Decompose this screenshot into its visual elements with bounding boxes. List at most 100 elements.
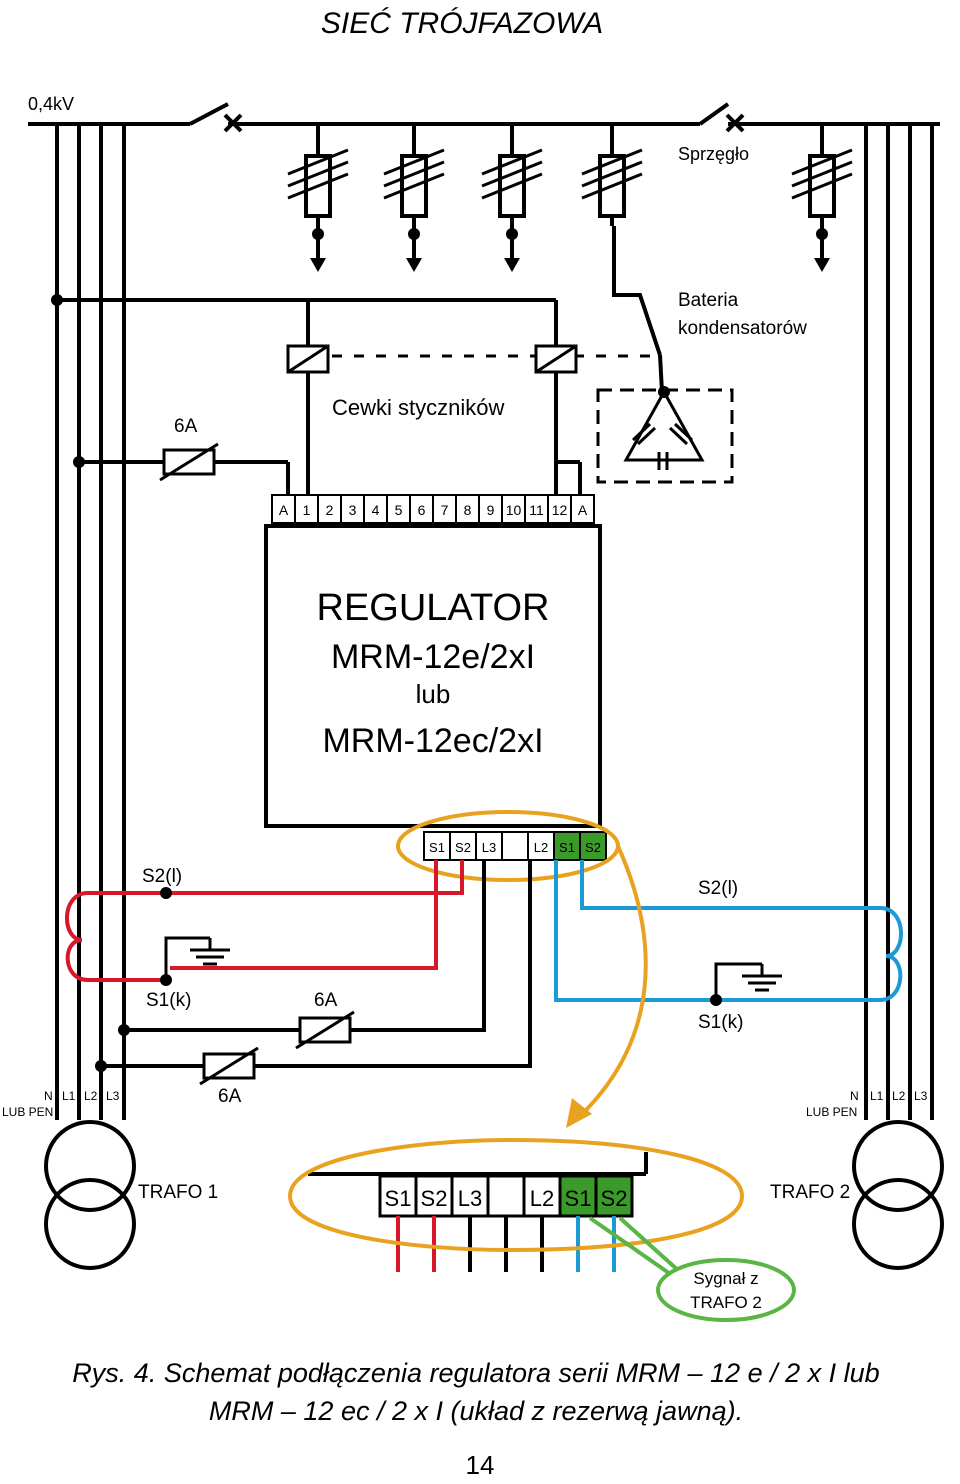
- top-terminal-label: 11: [529, 502, 544, 518]
- capacitor-feeder-1: [287, 124, 349, 272]
- capacitor-feeder-5: [791, 124, 853, 272]
- svg-text:N: N: [44, 1089, 53, 1103]
- svg-text:L1: L1: [870, 1089, 884, 1103]
- signal-callout: [656, 1258, 796, 1322]
- transformer-1-icon: [44, 1120, 136, 1270]
- zoomed-terminal-label: L3: [458, 1186, 482, 1211]
- zoomed-terminal-label: L2: [530, 1186, 554, 1211]
- arrow-head-icon: [566, 1098, 592, 1128]
- switch-cross-icon: [223, 113, 745, 133]
- svg-text:L3: L3: [914, 1089, 928, 1103]
- fuse-icon: [159, 442, 219, 482]
- top-terminal-label: 8: [464, 502, 472, 518]
- coupling-label: Sprzęgło: [678, 144, 749, 164]
- signal-label-line1: Sygnał z: [693, 1269, 758, 1288]
- capacitor-feeder-2: [383, 124, 445, 272]
- capacitor-feeder-3: [481, 124, 543, 272]
- trafo1-label: TRAFO 1: [138, 1182, 218, 1203]
- svg-text:L1: L1: [62, 1089, 76, 1103]
- svg-text:L2: L2: [84, 1089, 98, 1103]
- top-terminal-label: 1: [303, 502, 311, 518]
- signal-label-line2: TRAFO 2: [690, 1293, 762, 1312]
- main-busbar: [28, 102, 940, 126]
- bottom-terminal-cell: [501, 831, 529, 861]
- top-terminal-label: 12: [552, 502, 568, 518]
- coil-wiring: [51, 294, 650, 498]
- zoomed-terminal-cell: [486, 1174, 526, 1218]
- bottom-terminal-cell: [579, 831, 607, 861]
- page-number: 14: [466, 1450, 495, 1480]
- capacitor-feeders: [287, 124, 853, 272]
- zoomed-terminal-label: S1: [565, 1186, 592, 1211]
- signal-pointer: [618, 1216, 682, 1274]
- fuse-icon: [199, 1046, 259, 1086]
- page-title: SIEĆ TRÓJFAZOWA: [321, 7, 603, 40]
- fuse-label-top: 6A: [174, 416, 198, 437]
- ct-left-s2-label: S2(l): [142, 866, 182, 887]
- bottom-terminal-label: L2: [534, 840, 548, 855]
- top-terminal-label: 9: [487, 502, 495, 518]
- zoomed-terminal-label: S1: [385, 1186, 412, 1211]
- bottom-terminal-label: S2: [455, 840, 471, 855]
- bottom-terminal-cell: [527, 831, 555, 861]
- trafo2-bus-labels: N LUB PEN L1 L2 L3: [806, 1089, 928, 1119]
- top-terminal-label: 10: [506, 502, 522, 518]
- bottom-terminal-strip: S1 S2 L3 L2 S1 S2: [423, 831, 607, 861]
- svg-text:LUB PEN: LUB PEN: [2, 1105, 53, 1119]
- arrow-down-icon: [814, 258, 830, 272]
- arrow-down-icon: [310, 258, 326, 272]
- regulator-title: REGULATOR: [317, 587, 550, 629]
- zoom-ellipse: [287, 1137, 745, 1253]
- caption-line2: MRM – 12 ec / 2 x I (układ z rezerwą jaw…: [209, 1396, 743, 1426]
- battery-label-line2: kondensatorów: [678, 318, 807, 339]
- top-terminal-label: 7: [441, 502, 449, 518]
- bottom-terminal-label: S1: [429, 840, 445, 855]
- regulator-box: REGULATOR MRM-12e/2xI lub MRM-12ec/2xI: [264, 524, 602, 828]
- bottom-terminal-label: S2: [585, 840, 601, 855]
- svg-text:N: N: [850, 1089, 859, 1103]
- zoomed-terminal-label: S2: [421, 1186, 448, 1211]
- caption-line1: Rys. 4. Schemat podłączenia regulatora s…: [72, 1358, 879, 1388]
- ct-terminal-dots: [95, 887, 722, 1072]
- left-phase-lines: [55, 124, 126, 1120]
- battery-label-line1: Bateria: [678, 290, 739, 311]
- zoomed-terminal-label: S2: [601, 1186, 628, 1211]
- top-terminal-cell: [570, 494, 595, 524]
- svg-text:LUB PEN: LUB PEN: [806, 1105, 857, 1119]
- signal-pointer: [588, 1216, 678, 1280]
- bottom-terminal-label: L3: [482, 840, 496, 855]
- ct-right-s1-label: S1(k): [698, 1012, 743, 1033]
- capacitor-feeder-4: [581, 124, 643, 226]
- fuse-label-low: 6A: [218, 1086, 242, 1107]
- fuse-label-mid: 6A: [314, 990, 338, 1011]
- regulator-or: lub: [416, 679, 451, 709]
- ground-icon: [164, 936, 782, 1000]
- coils-label: Cewki styczników: [332, 395, 504, 420]
- zoomed-terminal-strip: S1 S2 L3 L2 S1 S2: [308, 1152, 648, 1272]
- arrow-down-icon: [406, 258, 422, 272]
- zoomed-terminal-cell: [558, 1174, 598, 1218]
- top-terminal-label: 4: [372, 502, 380, 518]
- top-terminal-label: A: [578, 502, 588, 518]
- regulator-model-1: MRM-12e/2xI: [331, 638, 535, 676]
- capacitor-bank: [596, 354, 734, 484]
- trafo2-label: TRAFO 2: [770, 1182, 850, 1203]
- ct-left-s1-label: S1(k): [146, 990, 191, 1011]
- top-terminal-label: 2: [326, 502, 334, 518]
- top-terminal-label: A: [279, 502, 289, 518]
- arrow-down-icon: [504, 258, 520, 272]
- bottom-terminal-label: S1: [559, 840, 575, 855]
- zoomed-terminal-cell: [594, 1174, 634, 1218]
- zoom-pointer-arrow: [576, 845, 648, 1120]
- fuse-icon: [295, 1010, 355, 1050]
- zoomed-terminal-cell: [414, 1174, 454, 1218]
- voltage-label: 0,4kV: [28, 94, 74, 114]
- zoomed-terminal-cell: [378, 1174, 418, 1218]
- trafo1-bus-labels: N LUB PEN L1 L2 L3: [2, 1089, 120, 1119]
- ct-right-s2-label: S2(l): [698, 878, 738, 899]
- regulator-model-2: MRM-12ec/2xI: [322, 722, 543, 760]
- top-terminal-label: 6: [418, 502, 426, 518]
- top-terminal-label: 5: [395, 502, 403, 518]
